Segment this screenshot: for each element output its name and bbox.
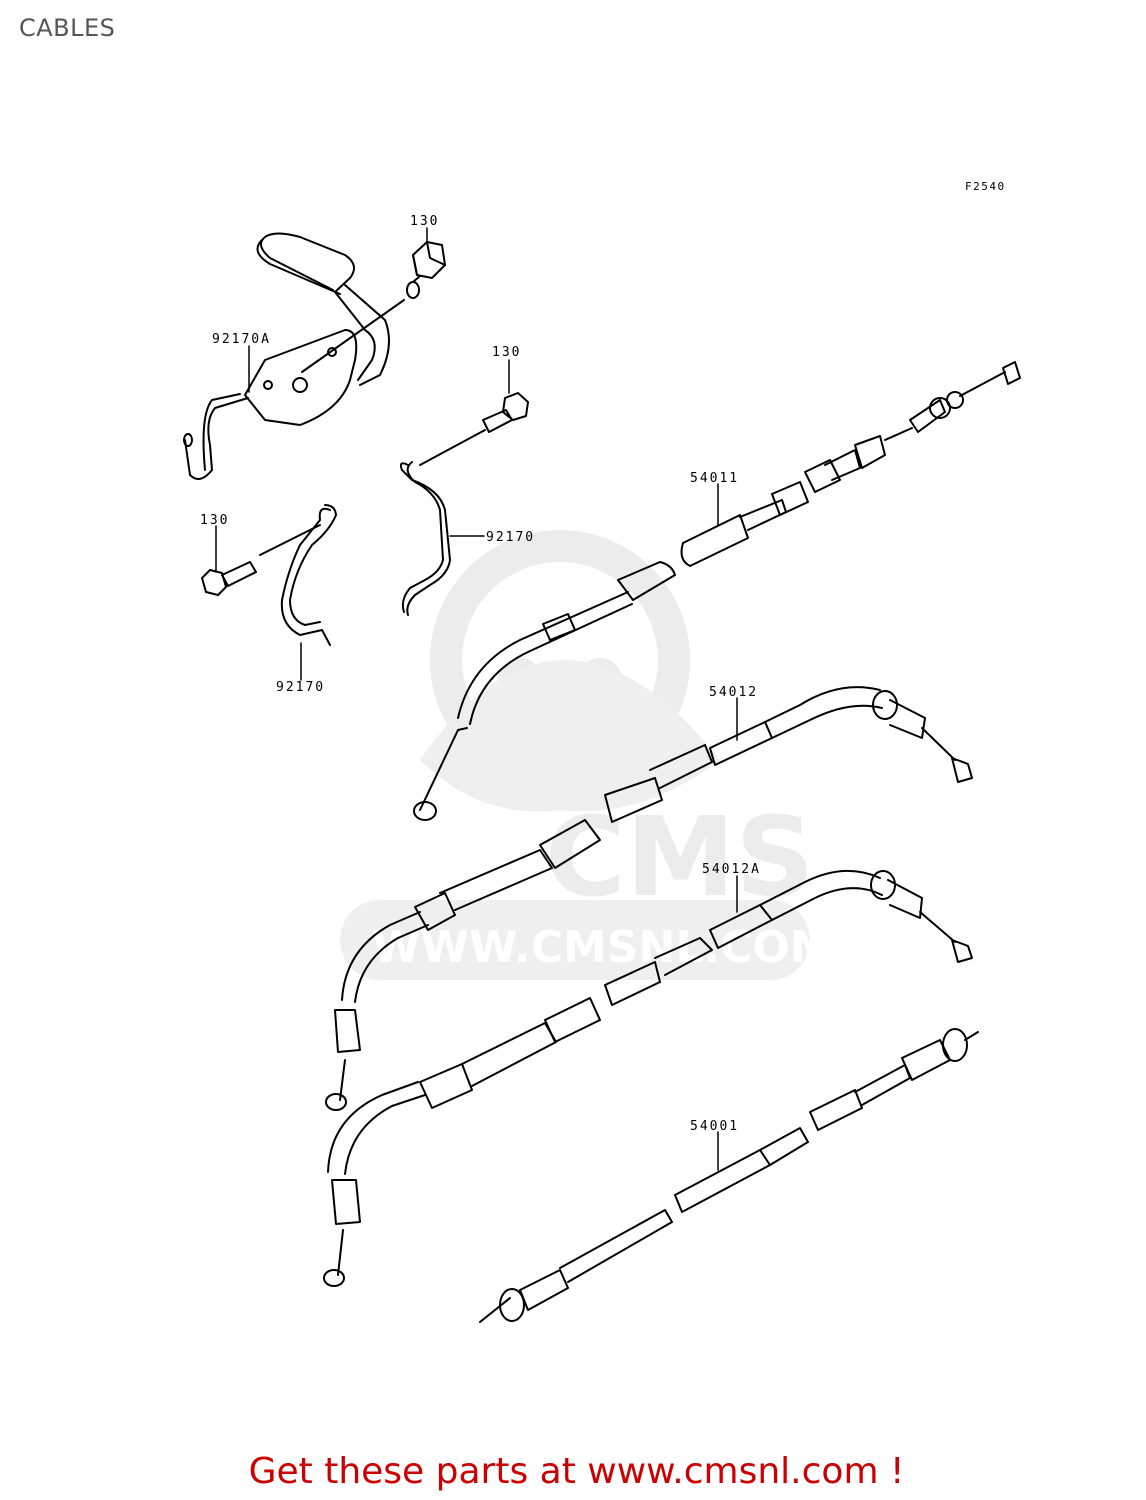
callout-54001: 54001 [690, 1119, 739, 1134]
clamp-92170-right [399, 461, 451, 616]
figure-reference: F2540 [965, 180, 1006, 193]
cable-54012 [325, 686, 973, 1111]
callout-54012a: 54012A [702, 862, 761, 877]
bracket-92170a [183, 232, 390, 480]
bolt-130-left [201, 524, 321, 596]
callout-92170a: 92170A [212, 332, 271, 347]
callout-92170-left: 92170 [276, 680, 325, 695]
page-title: CABLES [19, 14, 116, 42]
cable-54001 [479, 1028, 979, 1323]
footer-promo-link[interactable]: Get these parts at www.cmsnl.com ! [0, 1451, 1146, 1492]
bolt-130-middle [419, 392, 529, 466]
callout-54012: 54012 [709, 685, 758, 700]
callout-92170-right: 92170 [486, 530, 535, 545]
watermark-url: WWW.CMSNL.COM [372, 922, 834, 973]
callout-130-left: 130 [200, 513, 229, 528]
callout-130-middle: 130 [492, 345, 521, 360]
callout-54011: 54011 [690, 471, 739, 486]
bolt-130-top [301, 241, 446, 373]
watermark-brand: CMS [545, 793, 814, 921]
watermark: CMS WWW.CMSNL.COM [340, 530, 834, 980]
callout-130-top: 130 [410, 214, 439, 229]
cable-54011 [413, 361, 1021, 821]
clamp-92170-left [280, 504, 337, 646]
cable-54012a [323, 869, 973, 1287]
footer-text: Get these parts at www.cmsnl.com ! [248, 1451, 905, 1492]
leader-lines [215, 227, 738, 1171]
